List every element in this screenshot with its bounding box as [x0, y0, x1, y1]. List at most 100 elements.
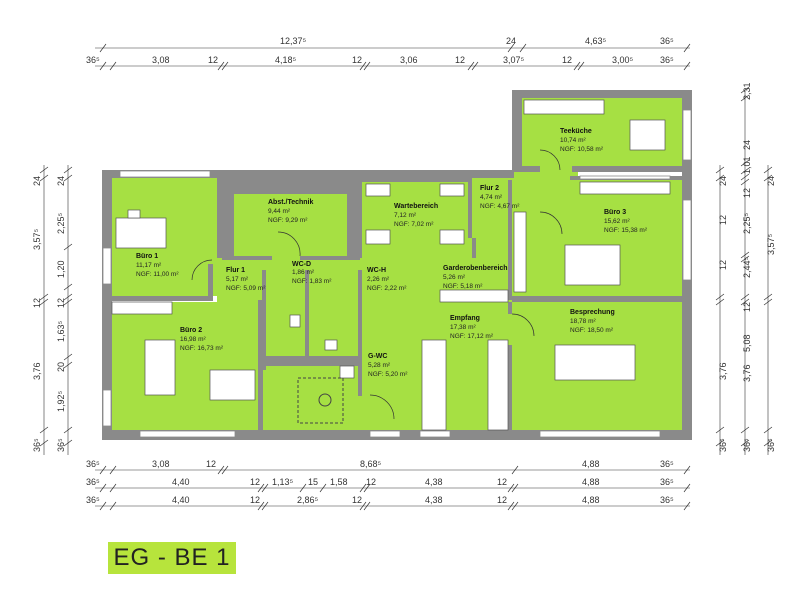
doors	[191, 149, 563, 420]
dim-top1-0: 12,37⁵	[280, 36, 307, 46]
dim-right1-4: 12	[742, 188, 752, 198]
table-buero2	[209, 369, 256, 401]
dim-right2-0: 24	[766, 176, 776, 186]
dim-bottom2-1: 4,40	[172, 477, 190, 487]
dim-bottom3-0: 36⁵	[86, 495, 100, 505]
buero2-name: Büro 2	[180, 327, 202, 334]
dim-top2-3: 4,18⁵	[275, 55, 297, 65]
wcd-name: WC-D	[292, 261, 311, 268]
teekueche-name: Teeküche	[560, 128, 592, 135]
dim-left2-7: 36⁵	[56, 438, 66, 452]
wall-warte-right	[468, 178, 472, 238]
wcd-ngf: NGF: 1,83 m²	[292, 278, 332, 285]
window-top-2	[579, 175, 671, 180]
counter-empfang	[421, 339, 447, 431]
dim-top2-7: 3,07⁵	[503, 55, 525, 65]
dim-bottom2-3: 1,13⁵	[272, 477, 294, 487]
accessible-symbol	[297, 377, 344, 424]
dim-right1-7: 2,44⁵	[742, 256, 752, 278]
dim-top2-5: 3,06	[400, 55, 418, 65]
cabinet-garderobe	[439, 289, 509, 303]
ticks-top2	[99, 61, 691, 71]
besprechung-area: 18,78 m²	[570, 318, 596, 325]
dim-bottom2-10: 36⁵	[660, 477, 674, 487]
wall-wch-right	[358, 270, 362, 366]
door-arc-buero3	[539, 211, 563, 235]
table-besprechung	[554, 344, 636, 381]
window-top-1	[119, 170, 211, 178]
gwc-ngf: NGF: 5,20 m²	[368, 371, 408, 378]
counter-empfang-2	[487, 339, 509, 431]
table-teekueche	[629, 119, 666, 151]
dim-bottom3-2: 12	[250, 495, 260, 505]
dim-bottom1-5: 36⁵	[660, 459, 674, 469]
dim-left2-5: 20	[56, 362, 66, 372]
dim-bottom2-8: 12	[497, 477, 507, 487]
dim-top1: 12,37⁵ 24 4,63⁵ 36⁵	[280, 36, 674, 46]
dim-left2-6: 1,92⁵	[56, 390, 66, 412]
dim-bottom2: 36⁵ 4,40 12 1,13⁵ 15 1,58 12 4,38 12 4,8…	[86, 477, 674, 487]
dim-left2-4: 1,63⁵	[56, 320, 66, 342]
dim-right2-5: 36⁵	[742, 438, 752, 452]
desk-buero3	[564, 244, 621, 286]
wch-name: WC-H	[367, 267, 386, 274]
empfang-ngf: NGF: 17,12 m²	[450, 333, 494, 340]
door-arc-flur2	[539, 149, 561, 171]
dim-bottom3-7: 4,88	[582, 495, 600, 505]
dim-top2: 36⁵ 3,08 12 4,18⁵ 12 3,06 12 3,07⁵ 12 3,…	[86, 55, 674, 65]
shelf-warte-r	[439, 183, 465, 197]
desk-buero1	[115, 217, 167, 249]
dim-right2-2: 12	[742, 302, 752, 312]
dim-top2-10: 36⁵	[660, 55, 674, 65]
wall-teekueche-bottom-r	[572, 166, 682, 172]
dim-bottom3-1: 4,40	[172, 495, 190, 505]
cabinet-buero3	[579, 181, 671, 195]
window-bottom-1	[139, 430, 236, 438]
wall-flur2-left	[472, 238, 476, 258]
dim-top2-4: 12	[352, 55, 362, 65]
dim-left1-4: 36⁵	[32, 438, 42, 452]
flur1-area: 5,17 m²	[226, 276, 249, 283]
dim-right1-5: 2,25⁵	[742, 212, 752, 234]
wcd-area: 1,86 m²	[292, 269, 315, 276]
flur1-name: Flur 1	[226, 267, 245, 274]
room-labels: Teeküche 10,74 m² NGF: 10,58 m² Flur 2 4…	[136, 128, 648, 378]
wall-outer-left	[102, 170, 112, 438]
wall-empfang-right	[508, 302, 512, 314]
buero3-area: 15,62 m²	[604, 218, 630, 225]
wall-abst-bottom	[222, 256, 272, 260]
dim-right2-4: 3,76	[742, 364, 752, 382]
besprechung-name: Besprechung	[570, 309, 615, 316]
wall-buero1-right	[217, 178, 222, 258]
sink-gwc	[339, 365, 355, 379]
dim-bottom1-2: 12	[206, 459, 216, 469]
flur2-area: 4,74 m²	[480, 194, 503, 201]
dim-right2-3: 5,08	[742, 334, 752, 352]
dim-bottom2-9: 4,88	[582, 477, 600, 487]
accessible-zone	[297, 377, 344, 424]
warte-area: 7,12 m²	[394, 212, 417, 219]
dim-right1-0: 24	[718, 176, 728, 186]
dim-right3-0: 36⁵	[766, 438, 776, 452]
wch-area: 2,26 m²	[367, 276, 390, 283]
dim-left2-0: 24	[56, 176, 66, 186]
dim-right1-3: 1,01	[742, 156, 752, 174]
dimension-lines	[43, 47, 769, 507]
ticks-bottom2	[99, 483, 691, 493]
wall-buero3-bottom	[512, 296, 682, 302]
dim-right1-9: 3,76	[718, 362, 728, 380]
dim-bottom2-0: 36⁵	[86, 477, 100, 487]
buero2-area: 16,98 m²	[180, 336, 206, 343]
wall-abst-bottom2	[300, 256, 360, 260]
toilet-wch	[324, 339, 338, 351]
dim-top1-1: 24	[506, 36, 516, 46]
window-bottom-3	[369, 430, 401, 438]
dim-bottom3-5: 4,38	[425, 495, 443, 505]
wall-buero1-bottom	[112, 296, 208, 301]
dim-right1-2: 24	[742, 140, 752, 150]
dim-left2-2: 1,20	[56, 260, 66, 278]
dim-top2-0: 36⁵	[86, 55, 100, 65]
dim-right2-1: 3,57⁵	[766, 233, 776, 255]
cabinet-buero2	[111, 301, 173, 315]
dim-top2-9: 3,00⁵	[612, 55, 634, 65]
